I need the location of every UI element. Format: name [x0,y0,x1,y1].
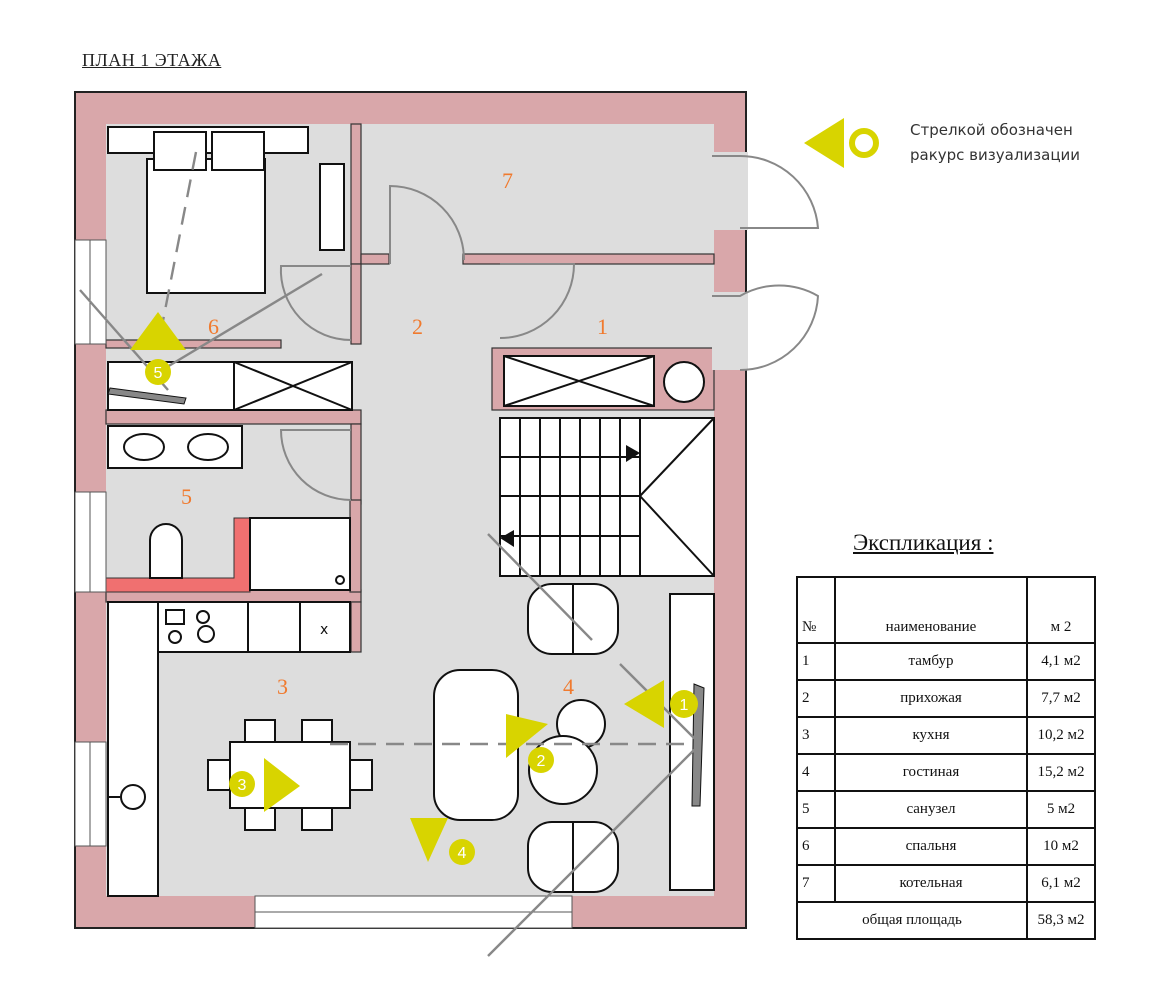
staircase [499,417,715,577]
row-name: спальня [834,827,1028,866]
door-swings [279,154,820,501]
row-area: 5 м2 [1026,790,1096,829]
header-name: наименование [834,576,1028,644]
bedroom-wardrobe [107,361,353,411]
explication-title: Экспликация : [853,530,994,555]
viewpoint-1: 1 [624,680,698,728]
viewpoint-3: 3 [229,758,300,812]
legend-marker [804,118,879,168]
row-no: 7 [796,864,836,903]
boiler-door-opening [712,152,748,230]
header-no: № [796,576,836,644]
table-row: 6 спальня 10 м2 [796,827,1096,866]
room-label-6: 6 [208,314,219,339]
total-area: 58,3 м2 [1026,901,1096,940]
row-no: 6 [796,827,836,866]
row-name: санузел [834,790,1028,829]
row-area: 15,2 м2 [1026,753,1096,792]
row-no: 3 [796,716,836,755]
viewpoint-number: 5 [154,365,163,382]
viewpoint-number: 2 [537,753,546,770]
viewpoint-2: 2 [506,714,554,773]
row-area: 4,1 м2 [1026,642,1096,681]
tambour-wardrobe [503,355,705,407]
row-name: тамбур [834,642,1028,681]
stair-arrow-down-icon [500,530,514,547]
row-name: прихожая [834,679,1028,718]
total-name: общая площадь [796,901,1028,940]
bathroom-fixtures [107,425,351,591]
table-total-row: общая площадь 58,3 м2 [796,901,1096,940]
viewpoint-arrow-icon [410,818,448,862]
header-area: м 2 [1026,576,1096,644]
room-label-4: 4 [563,674,574,699]
viewpoint-number: 3 [238,777,247,794]
svg-text:x: x [320,622,328,638]
viewpoint-arrow-icon [506,714,548,758]
plan-title: ПЛАН 1 ЭТАЖА [82,50,222,70]
room-label-3: 3 [277,674,288,699]
explication-table: № наименование м 2 1 тамбур 4,1 м2 2 при… [796,576,1096,940]
row-area: 6,1 м2 [1026,864,1096,903]
row-name: кухня [834,716,1028,755]
table-row: 2 прихожая 7,7 м2 [796,679,1096,718]
room-label-2: 2 [412,314,423,339]
kitchen-units: x [107,601,351,897]
yellow-triangle-arrow-icon [804,118,844,168]
stair-arrow-up-icon [626,445,640,462]
row-no: 1 [796,642,836,681]
row-area: 7,7 м2 [1026,679,1096,718]
viewpoint-number: 4 [458,845,467,862]
table-row: 1 тамбур 4,1 м2 [796,642,1096,681]
row-name: гостиная [834,753,1028,792]
viewpoint-arrow-icon [624,680,664,728]
viewpoint-4: 4 [410,818,475,865]
living-furniture [433,583,715,893]
room-label-7: 7 [502,168,513,193]
entry-door-opening [712,292,748,370]
tv-stand-bedroom [107,387,187,405]
row-no: 2 [796,679,836,718]
row-name: котельная [834,864,1028,903]
table-header-row: № наименование м 2 [796,576,1096,644]
room-label-1: 1 [597,314,608,339]
bed [107,126,345,294]
room-label-5: 5 [181,484,192,509]
table-row: 4 гостиная 15,2 м2 [796,753,1096,792]
legend-line-1: Стрелкой обозначен [910,121,1073,139]
viewpoint-arrow-icon [130,312,186,350]
legend: Стрелкой обозначен ракурс визуализации [910,118,1080,168]
table-row: 7 котельная 6,1 м2 [796,864,1096,903]
viewpoint-arrow-icon [264,758,300,812]
legend-line-2: ракурс визуализации [910,146,1081,164]
viewpoint-5: 5 [130,312,186,385]
row-area: 10 м2 [1026,827,1096,866]
row-area: 10,2 м2 [1026,716,1096,755]
row-no: 4 [796,753,836,792]
table-row: 3 кухня 10,2 м2 [796,716,1096,755]
windows [74,239,573,929]
table-row: 5 санузел 5 м2 [796,790,1096,829]
viewpoint-number: 1 [680,697,689,714]
row-no: 5 [796,790,836,829]
